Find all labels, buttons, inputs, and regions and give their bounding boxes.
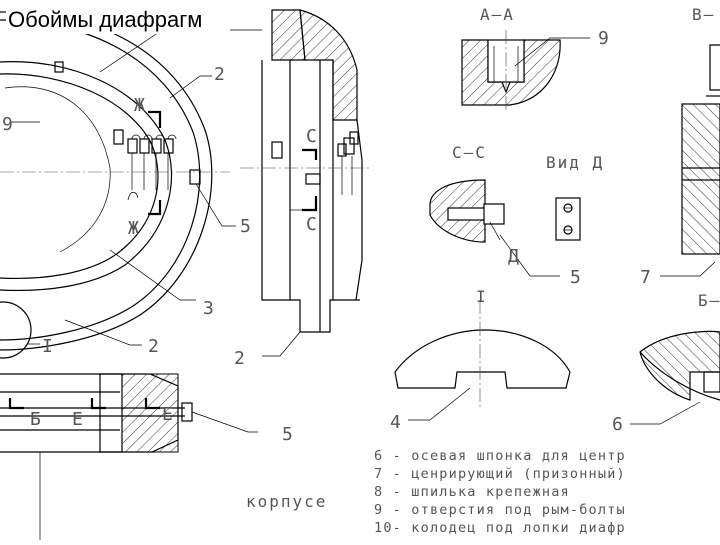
callout-2-top: 2 xyxy=(214,64,225,85)
callout-5-bottom: 5 xyxy=(282,424,293,445)
section-title-cc: С–С xyxy=(452,143,487,162)
section-aa xyxy=(461,30,590,110)
label-korpus: корпусе xyxy=(246,492,327,511)
legend: 6 - осевая шпонка для центр 7 - ценрирую… xyxy=(374,448,626,536)
view-d xyxy=(555,197,581,241)
callout-3: 3 xyxy=(203,298,214,319)
label-d: Д xyxy=(508,246,519,267)
ring-section-strip xyxy=(0,373,258,540)
side-section-view xyxy=(230,9,370,357)
section-b-bottom xyxy=(630,330,720,425)
callout-5-mid: 5 xyxy=(240,216,251,237)
callout-7: 7 xyxy=(640,267,651,288)
callout-2-bottom: 2 xyxy=(148,336,159,357)
section-b-partial xyxy=(660,44,720,277)
callout-5-cc: 5 xyxy=(570,267,581,288)
section-cc xyxy=(429,179,560,277)
callout-6: 6 xyxy=(612,414,623,435)
callout-2-center: 2 xyxy=(234,348,245,369)
label-c-bottom: С xyxy=(306,214,317,235)
section-title-detail-i: I xyxy=(476,287,488,306)
legend-item: 8 - шпилька крепежная xyxy=(374,484,570,500)
callout-4: 4 xyxy=(390,412,401,433)
legend-item: 9 - отверстия под рым-болты xyxy=(374,502,626,518)
page-title: Обоймы диафрагм xyxy=(6,6,205,34)
legend-item: 7 - ценрирующий (призонный) xyxy=(374,466,626,482)
legend-item: 6 - осевая шпонка для центр xyxy=(374,448,626,464)
detail-i xyxy=(394,300,571,421)
label-e-left: Е xyxy=(72,409,83,430)
label-zh-bottom: Ж xyxy=(128,218,139,239)
label-b: Б xyxy=(30,409,41,430)
legend-item: 10- колодец под лопки диафр xyxy=(374,520,626,536)
section-title-bb: Б– xyxy=(698,291,720,310)
callout-9-left: 9 xyxy=(2,114,13,135)
section-title-aa: А–А xyxy=(480,5,515,24)
section-title-view-d: Вид Д xyxy=(546,153,604,172)
label-zh-top: Ж xyxy=(134,95,145,116)
ring-plan-view xyxy=(0,11,236,359)
callout-9-aa: 9 xyxy=(598,28,609,49)
label-e-right: Е xyxy=(162,404,173,425)
section-title-vv: В– xyxy=(692,5,715,24)
bolt-row xyxy=(113,129,201,190)
label-c-top: С xyxy=(306,126,317,147)
label-i-bottom: I xyxy=(42,336,53,357)
